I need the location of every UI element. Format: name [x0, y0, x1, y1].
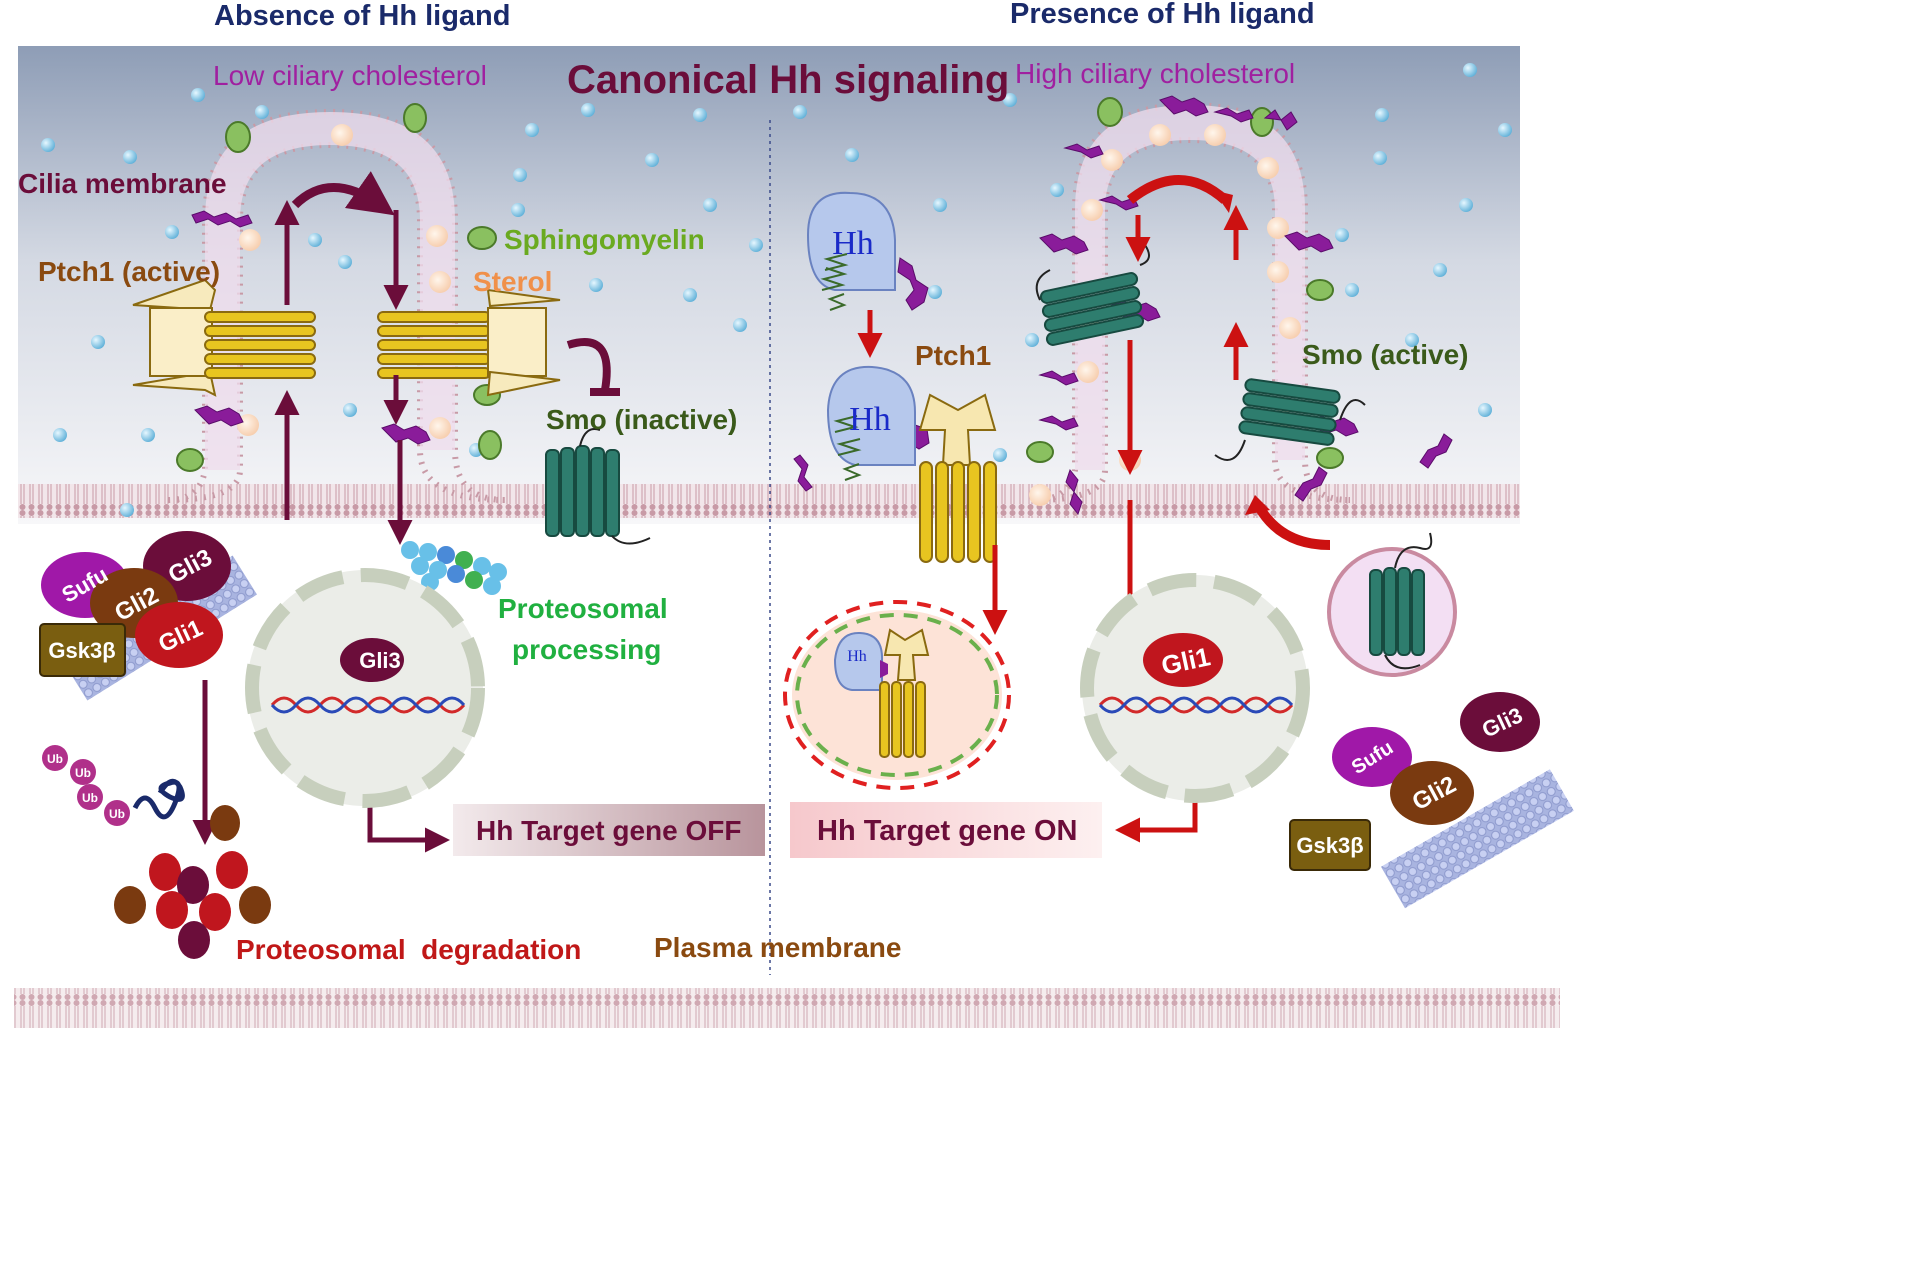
hh-bound-ptch1	[826, 365, 997, 563]
hh-label-bound: Hh	[849, 401, 891, 438]
ptch1-active-label: Ptch1 (active)	[38, 256, 221, 287]
ub-label-1: Ub	[47, 752, 63, 766]
nucleus-gli3-label: Gli3	[359, 648, 401, 673]
proteosomal-processing-label-1: Proteosomal	[498, 593, 668, 624]
droplets	[41, 63, 1512, 517]
low-cholesterol-label: Low ciliary cholesterol	[213, 60, 487, 91]
proteasome-cluster	[401, 541, 507, 595]
ub-label-3: Ub	[82, 791, 98, 805]
smo-inactive	[545, 428, 651, 545]
smo-inactive-label: Smo (inactive)	[546, 404, 738, 435]
hh-label-endosome: Hh	[847, 648, 867, 665]
proteosomal-degradation-label: Proteosomal degradation	[236, 934, 582, 965]
dna-helix-right	[1098, 696, 1294, 714]
proteosomal-processing-label-2: processing	[512, 634, 662, 665]
hh-label-free: Hh	[832, 225, 874, 262]
right-gsk-label: Gsk3β	[1296, 833, 1363, 858]
smo-active-upper	[1035, 244, 1150, 346]
target-gene-on-box	[790, 802, 1102, 858]
target-gene-off-label: Hh Target gene OFF	[476, 815, 742, 846]
gli1-in-nucleus	[1143, 633, 1223, 687]
smo-active-label: Smo (active)	[1302, 339, 1469, 370]
plasma-membrane-label: Plasma membrane	[654, 932, 902, 963]
target-gene-off-box	[453, 804, 765, 856]
smo-vesicle	[1327, 532, 1457, 677]
degraded-protein-spheres	[114, 805, 271, 959]
ptch1-active-left	[132, 278, 316, 397]
endosome	[783, 600, 1011, 790]
hh-ligand-free	[806, 191, 896, 311]
ub-label-4: Ub	[109, 807, 125, 821]
diagram-title: Canonical Hh signaling	[567, 58, 1010, 102]
ub-label-2: Ub	[75, 766, 91, 780]
smo-active-lower	[1214, 378, 1366, 461]
header-absence: Absence of Hh ligand	[214, 0, 511, 32]
plasma-membrane-bilayer	[14, 988, 1560, 1028]
left-gsk-label: Gsk3β	[48, 638, 115, 663]
gli-complex-left	[39, 531, 257, 701]
sphingomyelin-label: Sphingomyelin	[504, 224, 705, 255]
target-gene-on-label: Hh Target gene ON	[817, 815, 1078, 847]
gli-complex-right	[1289, 692, 1574, 909]
ptch1-inhibits-smo-arrow	[566, 338, 611, 391]
sterol-label: Sterol	[473, 266, 553, 297]
cilia-membrane-label: Cilia membrane	[18, 168, 227, 199]
ubiquitin-chain	[42, 745, 185, 826]
sphingomyelin-molecules	[176, 97, 1344, 472]
gli3-in-nucleus	[340, 638, 404, 682]
basal-membrane-left	[18, 484, 1520, 518]
ptch1-active-right	[377, 288, 561, 397]
high-cholesterol-label: High ciliary cholesterol	[1015, 58, 1296, 89]
dna-helix-left	[270, 696, 466, 714]
left-nucleus	[245, 568, 485, 808]
header-presence: Presence of Hh ligand	[1010, 0, 1315, 30]
right-nucleus	[1080, 573, 1310, 803]
left-ift-arrows	[192, 171, 450, 853]
ptch1-label: Ptch1	[915, 340, 992, 371]
